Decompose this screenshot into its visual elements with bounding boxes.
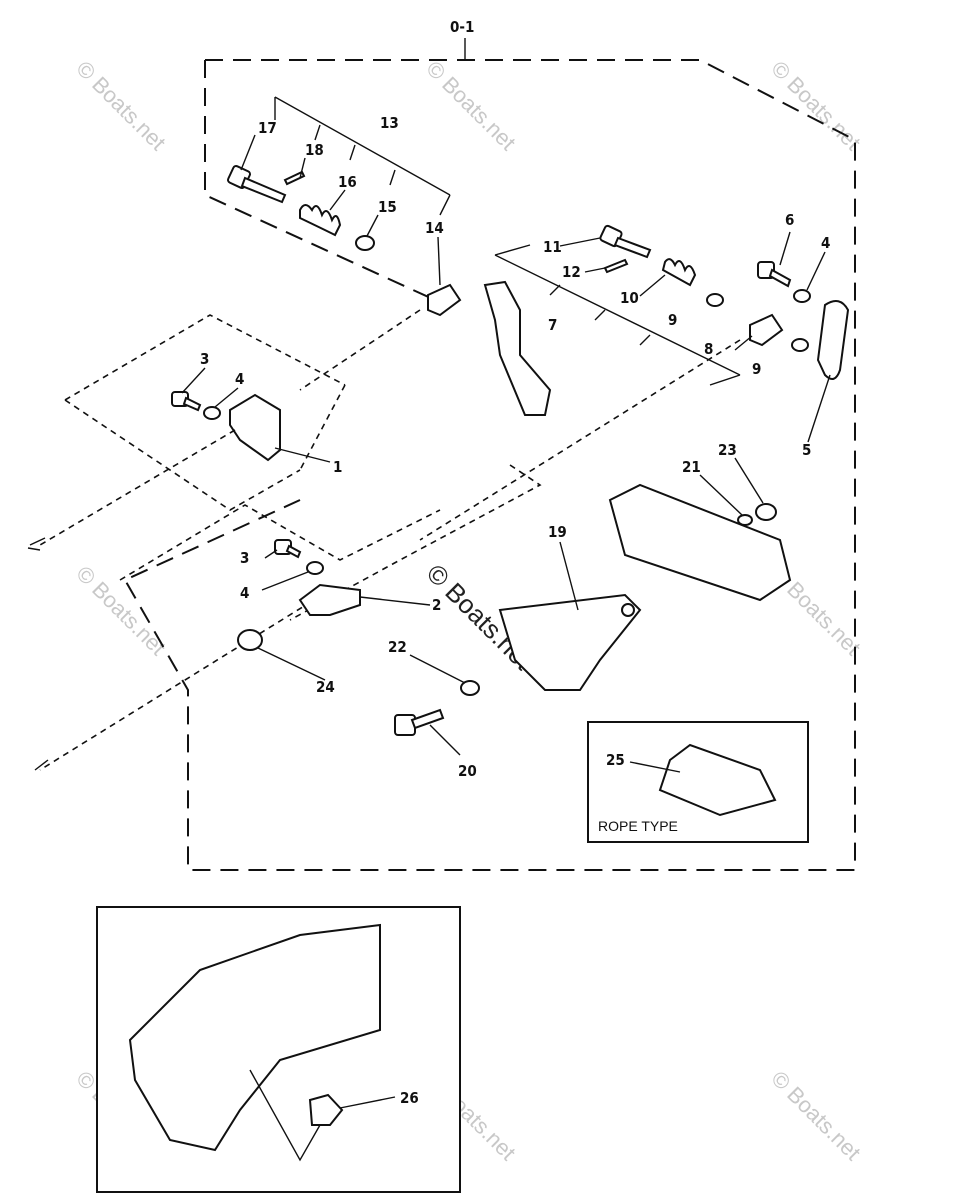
washer-22: [460, 680, 480, 696]
group-boundary: [123, 59, 856, 871]
callout-9-bracket: [494, 244, 741, 386]
engine-housing: [128, 923, 381, 1152]
inset-caption: ROPE TYPE: [598, 818, 678, 834]
washer-4-upper: [793, 289, 811, 303]
screw-17: [227, 165, 287, 204]
link-5: [816, 300, 850, 380]
watermark: © Boats.net: [421, 56, 520, 155]
connector-14: [427, 283, 462, 317]
callout-12: 12: [562, 263, 581, 281]
watermark: © Boats.net: [71, 561, 170, 660]
callout-20: 20: [458, 762, 477, 780]
callout-9a: 9: [668, 311, 677, 329]
washer-9: [791, 338, 809, 352]
group-label: 0-1: [450, 18, 474, 36]
callout-2: 2: [432, 596, 441, 614]
washer-4-left: [203, 406, 221, 420]
callout-11: 11: [543, 238, 562, 256]
callout-8: 8: [704, 340, 713, 358]
engine-rail: [608, 483, 792, 602]
washer-21: [737, 514, 753, 526]
callout-3a: 3: [200, 350, 209, 368]
callout-5: 5: [802, 441, 811, 459]
callout-1: 1: [333, 458, 342, 476]
callouts: 17 18 13 16 15 14 11 12 10 7 9 8 9 6 4 5…: [200, 114, 830, 1107]
callout-16: 16: [338, 173, 357, 191]
callout-7: 7: [548, 316, 557, 334]
callout-15: 15: [378, 198, 397, 216]
clamp-1: [229, 393, 281, 462]
pin-12: [603, 258, 629, 274]
callout-24: 24: [316, 678, 335, 696]
callout-3b: 3: [240, 549, 249, 567]
callout-18: 18: [305, 141, 324, 159]
connector-8: [749, 313, 784, 347]
callout-14: 14: [425, 219, 444, 237]
watermark: © Boats.net: [766, 1066, 865, 1165]
pin-18: [283, 170, 306, 186]
washer-4-lower: [306, 561, 324, 575]
screw-11: [599, 224, 652, 259]
watermark: © Boats.net: [71, 56, 170, 155]
spring-16: [299, 204, 342, 237]
nut-23: [755, 503, 777, 521]
callout-25: 25: [606, 751, 625, 769]
callout-13: 13: [380, 114, 399, 132]
callout-4a: 4: [235, 370, 244, 388]
callout-4c: 4: [821, 234, 830, 252]
bolt-20: [394, 708, 445, 736]
bracket-19: [498, 593, 642, 691]
screw-3-upper: [171, 391, 202, 412]
washer-10: [706, 293, 724, 307]
clamp-2: [298, 583, 361, 616]
bracket-19-hole: [621, 603, 635, 617]
screw-3-lower: [274, 539, 302, 559]
cables: [27, 309, 741, 771]
spring-10: [661, 258, 697, 287]
screw-6: [757, 261, 792, 288]
callout-23: 23: [718, 441, 737, 459]
callout-26: 26: [400, 1089, 419, 1107]
callout-17: 17: [258, 119, 277, 137]
group-boundary-top: [204, 60, 436, 301]
watermark: © Boats.net: [766, 56, 865, 155]
callout-10: 10: [620, 289, 639, 307]
leader-lines: [181, 134, 831, 1162]
washer-15: [355, 235, 375, 251]
clamp-25: [658, 743, 777, 817]
callout-4b: 4: [240, 584, 249, 602]
callout-21: 21: [682, 458, 701, 476]
callout-6: 6: [785, 211, 794, 229]
callout-19: 19: [548, 523, 567, 541]
callout-9b: 9: [752, 360, 761, 378]
callout-13-bracket: [274, 96, 451, 216]
grommet-24: [237, 629, 263, 651]
bushing-26: [308, 1093, 344, 1126]
callout-22: 22: [388, 638, 407, 656]
control-lever: [483, 280, 552, 416]
